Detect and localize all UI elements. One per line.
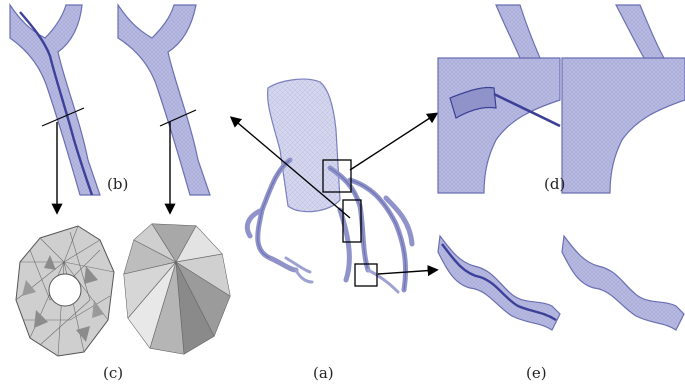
panel-label-d: (d) [544,175,565,193]
left-branch-3 [340,210,349,280]
panel-c-cross-section-solid [124,224,230,354]
tortuous-vessel-right [562,236,684,330]
panel-e-segment-plain [562,236,684,330]
panel-a-coronary-model [232,79,436,292]
panel-d-junction-with-centerline [438,5,560,193]
vessel-branch-upper [10,5,100,195]
panel-label-e: (e) [526,364,547,382]
panel-d-junction-plain [562,5,685,193]
vessel-branch-upper-plain [118,5,210,195]
section-lumen-hole [49,274,81,306]
branch-vessel-right [616,5,664,58]
branch-vessel-left [496,5,540,58]
tortuous-vessel-left [438,236,560,330]
panel-label-b: (b) [107,175,128,193]
panel-b-vessel-plain [118,5,210,212]
panel-c-cross-section-with-hole [16,226,114,356]
panel-label-c: (c) [103,364,123,382]
panel-e-segment-with-centerline [438,236,560,330]
panel-label-a: (a) [313,364,334,382]
junction-vessel-right [562,58,685,193]
arrow-a-to-d [350,114,436,170]
panel-b-vessel-with-centerline [10,5,100,212]
